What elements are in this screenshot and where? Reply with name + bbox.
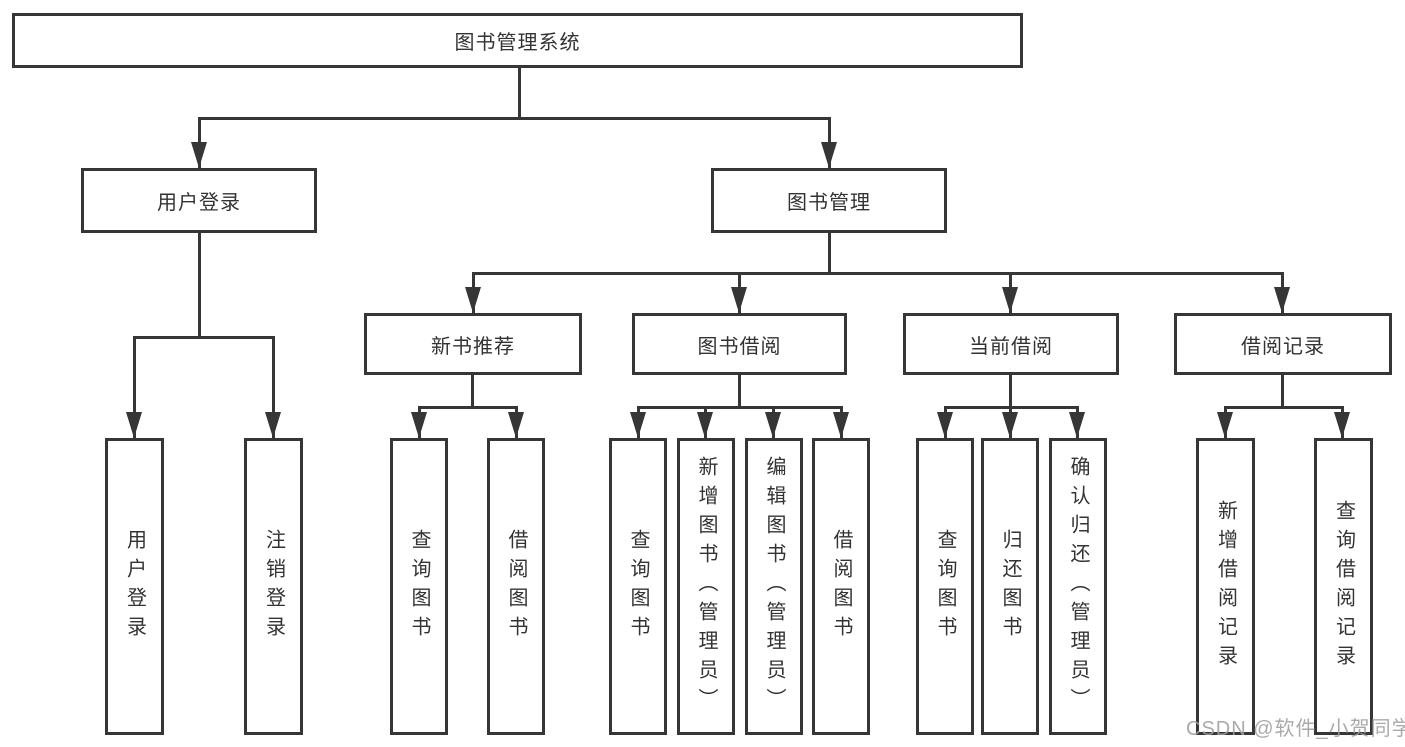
node-label: 借阅记录	[1241, 335, 1325, 358]
leaf-logout: 注销登录	[244, 438, 303, 735]
node-label: 新增借阅记录	[1214, 499, 1237, 674]
node-new-book-recommend: 新书推荐	[364, 313, 582, 375]
leaf-add-borrow-record: 新增借阅记录	[1196, 438, 1255, 735]
leaf-confirm-return-admin: 确认归还（管理员）	[1049, 438, 1107, 735]
node-current-borrow: 当前借阅	[903, 313, 1119, 375]
arrowhead-down-icon	[1002, 287, 1018, 313]
connector-drop-leaf	[133, 336, 136, 438]
node-book-borrow: 图书借阅	[632, 313, 847, 375]
node-label: 查询图书	[408, 528, 430, 645]
connector-userlogin-stem	[198, 233, 201, 339]
arrowhead-down-icon	[1334, 412, 1350, 438]
arrowhead-down-icon	[411, 412, 427, 438]
node-label: 编辑图书（管理员）	[763, 456, 785, 717]
node-label: 新增图书（管理员）	[695, 456, 717, 717]
node-label: 图书借阅	[697, 335, 782, 358]
node-label: 用户登录	[157, 192, 241, 214]
node-label: 查询图书	[934, 528, 956, 645]
node-label: 查询图书	[627, 528, 649, 645]
leaf-return-books: 归还图书	[981, 438, 1039, 735]
connector-borrowrecords-stem	[1281, 375, 1284, 409]
leaf-edit-books-admin: 编辑图书（管理员）	[745, 438, 803, 735]
node-label: 归还图书	[999, 528, 1021, 645]
arrowhead-down-icon	[191, 142, 207, 168]
connector-borrowrecords-branch	[1224, 406, 1344, 409]
connector-currentborrow-stem	[1009, 375, 1012, 409]
arrowhead-down-icon	[833, 412, 849, 438]
node-label: 注销登录	[262, 528, 285, 645]
arrowhead-down-icon	[821, 142, 837, 168]
connector-newbook-stem	[471, 375, 474, 409]
leaf-borrow-books-recommend: 借阅图书	[487, 438, 545, 735]
arrowhead-down-icon	[937, 412, 953, 438]
arrowhead-down-icon	[697, 412, 713, 438]
connector-root-stem	[518, 68, 521, 118]
node-label: 用户登录	[123, 528, 146, 645]
connector-bookmgmt-branch	[472, 272, 1284, 275]
arrowhead-down-icon	[731, 287, 747, 313]
leaf-query-books-current: 查询图书	[916, 438, 974, 735]
watermark-text: CSDN @软件_小贺同学	[1186, 718, 1405, 740]
node-borrow-records: 借阅记录	[1174, 313, 1392, 375]
arrowhead-down-icon	[1002, 412, 1018, 438]
node-book-management: 图书管理	[711, 168, 947, 233]
node-label: 借阅图书	[505, 528, 527, 645]
arrowhead-down-icon	[1274, 287, 1290, 313]
connector-bookborrow-stem	[738, 375, 741, 409]
leaf-query-borrow-record: 查询借阅记录	[1314, 438, 1373, 735]
leaf-query-books-borrow: 查询图书	[609, 438, 667, 735]
node-user-login: 用户登录	[81, 168, 317, 233]
arrowhead-down-icon	[265, 412, 281, 438]
arrowhead-down-icon	[630, 412, 646, 438]
node-label: 确认归还（管理员）	[1067, 456, 1089, 717]
arrowhead-down-icon	[508, 412, 524, 438]
node-label: 新书推荐	[431, 335, 515, 358]
node-label: 图书管理	[787, 192, 871, 214]
leaf-user-login: 用户登录	[105, 438, 164, 735]
connector-userlogin-branch	[133, 336, 275, 339]
arrowhead-down-icon	[1217, 412, 1233, 438]
connector-drop-leaf	[272, 336, 275, 438]
node-label: 图书管理系统	[454, 32, 581, 54]
arrowhead-down-icon	[126, 412, 142, 438]
connector-newbook-branch	[418, 406, 518, 409]
connector-bookmgmt-stem	[828, 233, 831, 275]
node-label: 借阅图书	[830, 528, 852, 645]
arrowhead-down-icon	[765, 412, 781, 438]
node-label: 查询借阅记录	[1332, 499, 1355, 674]
connector-bookborrow-branch	[637, 406, 843, 409]
leaf-add-books-admin: 新增图书（管理员）	[677, 438, 735, 735]
leaf-borrow-books: 借阅图书	[812, 438, 870, 735]
connector-root-branch	[198, 117, 831, 120]
node-system-root: 图书管理系统	[12, 13, 1023, 68]
node-label: 当前借阅	[969, 335, 1053, 358]
arrowhead-down-icon	[465, 287, 481, 313]
leaf-query-books-recommend: 查询图书	[390, 438, 448, 735]
arrowhead-down-icon	[1069, 412, 1085, 438]
